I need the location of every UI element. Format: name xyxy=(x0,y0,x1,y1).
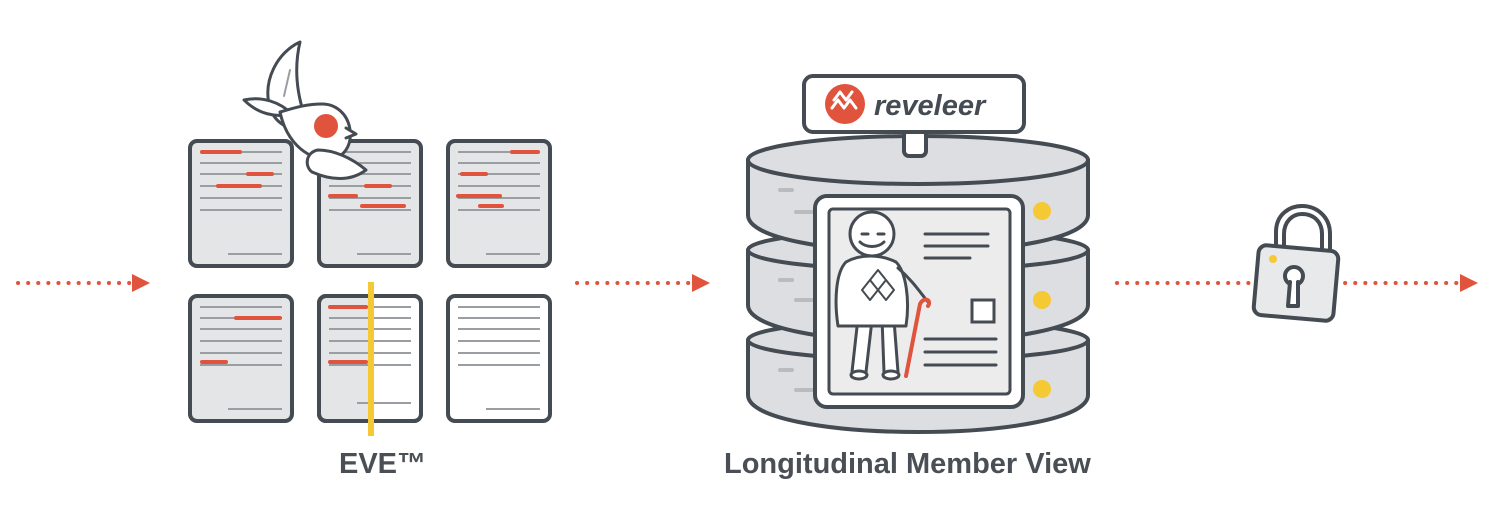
document-page-blank xyxy=(446,294,552,423)
eve-caption: EVE™ xyxy=(339,448,427,480)
document-page xyxy=(188,139,294,268)
elderly-person-with-cane-icon xyxy=(834,210,931,381)
flow-arrow-out xyxy=(1115,274,1478,292)
brand-logo-icon xyxy=(825,84,865,124)
member-checkbox-icon xyxy=(970,298,996,324)
brand-sign: reveleer xyxy=(802,74,1026,134)
padlock-icon xyxy=(1251,204,1341,323)
bird-icon xyxy=(242,40,368,180)
document-page xyxy=(446,139,552,268)
brand-wordmark: reveleer xyxy=(874,90,987,122)
flow-arrow-in xyxy=(16,274,150,292)
document-page xyxy=(188,294,294,423)
scan-highlight-bar xyxy=(368,282,374,436)
flow-arrow-middle xyxy=(575,274,710,292)
database-status-lights xyxy=(1033,202,1051,398)
database-tier-marks xyxy=(778,188,816,392)
document-page-highlighted xyxy=(317,294,423,423)
member-view-caption: Longitudinal Member View xyxy=(724,448,1091,480)
